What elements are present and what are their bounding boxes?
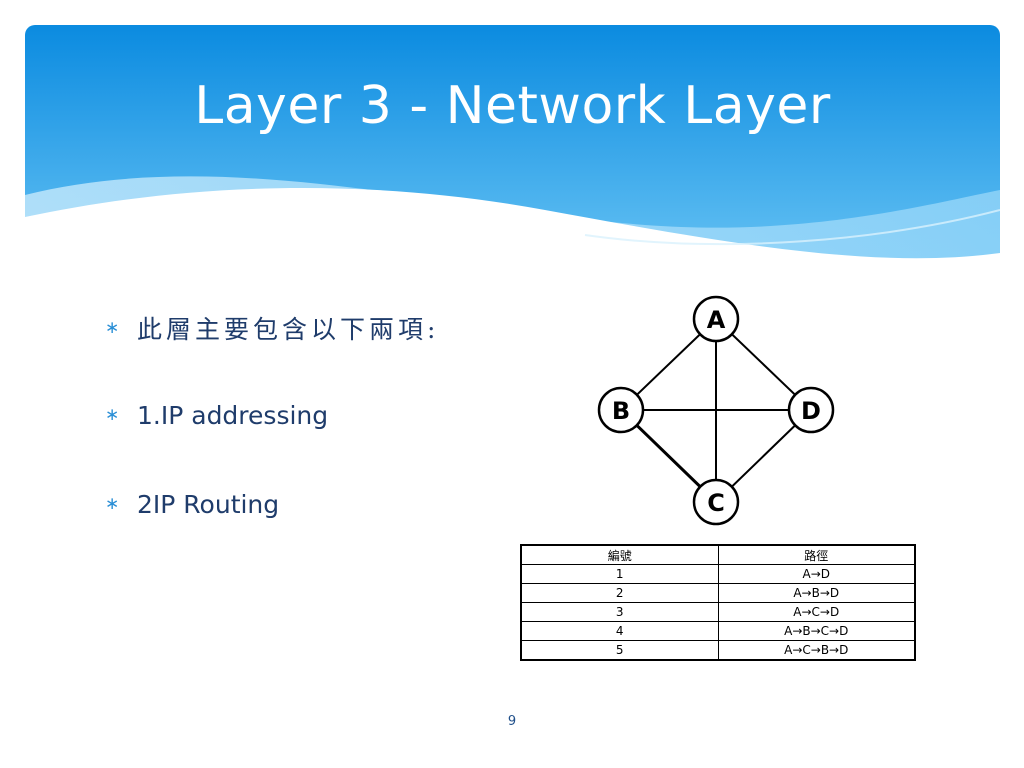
header-wave-background — [25, 25, 1000, 285]
network-topology-diagram: A B C D — [597, 295, 835, 526]
row-path-cell: A→B→D — [717, 583, 916, 603]
row-number-cell: 1 — [520, 564, 719, 584]
bullet-text: 2IP Routing — [137, 489, 280, 519]
node-c-label: C — [707, 489, 725, 517]
bullet-text: 1.IP addressing — [137, 400, 329, 430]
table-row: 1 A→D — [520, 564, 916, 584]
table-row: 2 A→B→D — [520, 583, 916, 603]
table-row: 4 A→B→C→D — [520, 621, 916, 641]
table-row: 5 A→C→B→D — [520, 640, 916, 661]
bullet-marker: ∗ — [105, 494, 120, 514]
table-row: 3 A→C→D — [520, 602, 916, 622]
bullet-item: ∗ 此層主要包含以下兩項: — [105, 308, 525, 348]
row-number-cell: 3 — [520, 602, 719, 622]
row-path-cell: A→D — [717, 564, 916, 584]
bullet-item: ∗ 1.IP addressing — [105, 395, 525, 435]
slide-title: Layer 3 - Network Layer — [194, 76, 831, 136]
row-number-cell: 5 — [520, 640, 719, 661]
row-path-cell: A→C→B→D — [717, 640, 916, 661]
bullet-marker: ∗ — [105, 405, 120, 425]
route-table: 編號 路徑 1 A→D 2 A→B→D 3 A→C→D 4 A→B→C→D 5 … — [520, 544, 916, 661]
page-number: 9 — [507, 714, 517, 729]
bullet-text: 此層主要包含以下兩項: — [137, 315, 440, 344]
row-path-cell: A→B→C→D — [717, 621, 916, 641]
bullet-item: ∗ 2IP Routing — [105, 484, 525, 524]
row-number-cell: 2 — [520, 583, 719, 603]
node-d: D — [787, 386, 835, 434]
node-a: A — [692, 295, 740, 343]
node-b-label: B — [612, 397, 630, 425]
row-path-cell: A→C→D — [717, 602, 916, 622]
row-number-cell: 4 — [520, 621, 719, 641]
column-header-path: 路徑 — [717, 544, 916, 565]
node-d-label: D — [801, 397, 821, 425]
node-b: B — [597, 386, 645, 434]
node-c: C — [692, 478, 740, 526]
slide-header-banner — [25, 25, 1000, 285]
column-header-number: 編號 — [520, 544, 719, 565]
node-a-label: A — [707, 306, 726, 334]
table-header-row: 編號 路徑 — [520, 544, 916, 565]
bullet-marker: ∗ — [105, 318, 120, 338]
